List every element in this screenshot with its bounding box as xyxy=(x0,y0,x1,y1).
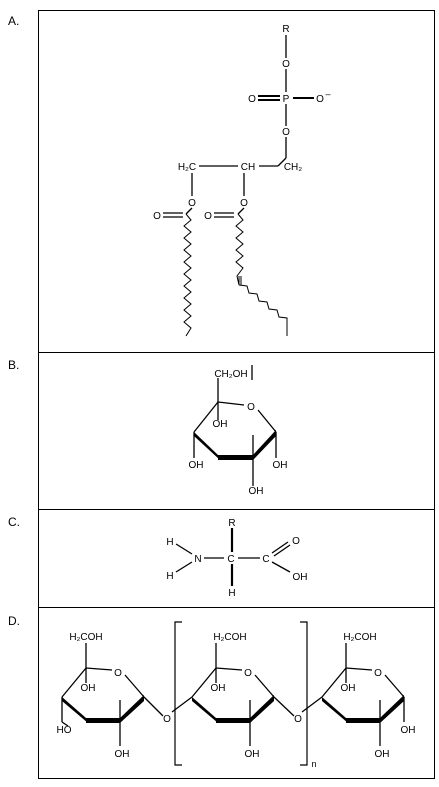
oh-c4: OH xyxy=(213,419,228,430)
oh-upper-unit-3: OH xyxy=(341,683,356,694)
atom-o-double: O xyxy=(248,94,256,105)
panel-frame xyxy=(38,10,435,779)
atom-o-minus: O xyxy=(316,94,324,105)
ch2oh-unit-1: H₂COH xyxy=(69,632,102,643)
ring-oxygen-unit-3: O xyxy=(374,668,382,679)
atom-o-ester-2: O xyxy=(240,198,248,209)
atom-c-alpha: C xyxy=(227,554,234,565)
amino-acid-structure: H N H R C H C O OH xyxy=(166,518,307,599)
glycosidic-oxygen-2: O xyxy=(294,714,302,725)
panel-b-label: B. xyxy=(8,358,20,372)
ho-left-unit-1: HO xyxy=(57,725,72,736)
ring-oxygen-unit-1: O xyxy=(114,668,122,679)
atom-h2c: H₂C xyxy=(178,162,196,173)
unsaturated-fatty-acid-chain xyxy=(235,213,244,286)
atom-o-ester-1: O xyxy=(188,198,196,209)
oh-bottom-unit-3: OH xyxy=(375,749,390,760)
glucose-structure: CH₂OH O OH OH OH OH xyxy=(189,365,288,497)
atom-ch2: CH₂ xyxy=(284,162,302,173)
atom-minus-charge: – xyxy=(325,89,330,99)
oh-c1: OH xyxy=(273,460,288,471)
glucose-unit-2: H₂COH O OH OH xyxy=(191,632,295,760)
glycosidic-oxygen-1: O xyxy=(163,714,171,725)
polysaccharide-structure: H₂COH O OH HO OH O n xyxy=(57,621,416,769)
oh-bottom-unit-1: OH xyxy=(115,749,130,760)
glucose-unit-3: H₂COH O OH OH OH xyxy=(321,632,416,760)
atom-r-group: R xyxy=(228,518,235,529)
atom-n: N xyxy=(194,554,201,565)
atom-h-bottom-left: H xyxy=(166,571,173,582)
atom-o-top: O xyxy=(282,59,290,70)
ring-oxygen: O xyxy=(247,402,255,413)
atom-oh: OH xyxy=(293,572,308,583)
atom-r: R xyxy=(282,24,289,35)
oh-c3: OH xyxy=(189,460,204,471)
atom-h-top-left: H xyxy=(166,537,173,548)
ch2oh-unit-2: H₂COH xyxy=(213,632,246,643)
atom-ch: CH xyxy=(241,162,255,173)
atom-o-bottom: O xyxy=(282,127,290,138)
oh-upper-unit-2: OH xyxy=(211,683,226,694)
atom-ch2oh: CH₂OH xyxy=(214,369,247,380)
phospholipid-structure: R O O P O – O H₂C CH CH₂ O O O O xyxy=(153,24,331,337)
oh-right-unit-3: OH xyxy=(401,725,416,736)
ring-oxygen-unit-2: O xyxy=(244,668,252,679)
oh-bottom-unit-2: OH xyxy=(245,749,260,760)
atom-p: P xyxy=(283,94,290,105)
panel-d-label: D. xyxy=(8,614,20,628)
repeat-subscript-n: n xyxy=(311,759,316,769)
oh-c2: OH xyxy=(249,486,264,497)
panel-a-label: A. xyxy=(8,14,20,28)
ch2oh-unit-3: H₂COH xyxy=(343,632,376,643)
atom-o-carbonyl-2: O xyxy=(204,211,212,222)
glucose-unit-1: H₂COH O OH HO OH xyxy=(57,632,164,760)
atom-c-carboxyl: C xyxy=(262,554,269,565)
panel-c-label: C. xyxy=(8,515,20,529)
atom-o-carbonyl: O xyxy=(292,536,300,547)
oh-upper-unit-1: OH xyxy=(81,683,96,694)
repeat-bracket xyxy=(174,621,308,766)
atom-h-alpha: H xyxy=(228,588,235,599)
atom-o-carbonyl-1: O xyxy=(153,211,161,222)
saturated-fatty-acid-chain xyxy=(183,213,192,337)
